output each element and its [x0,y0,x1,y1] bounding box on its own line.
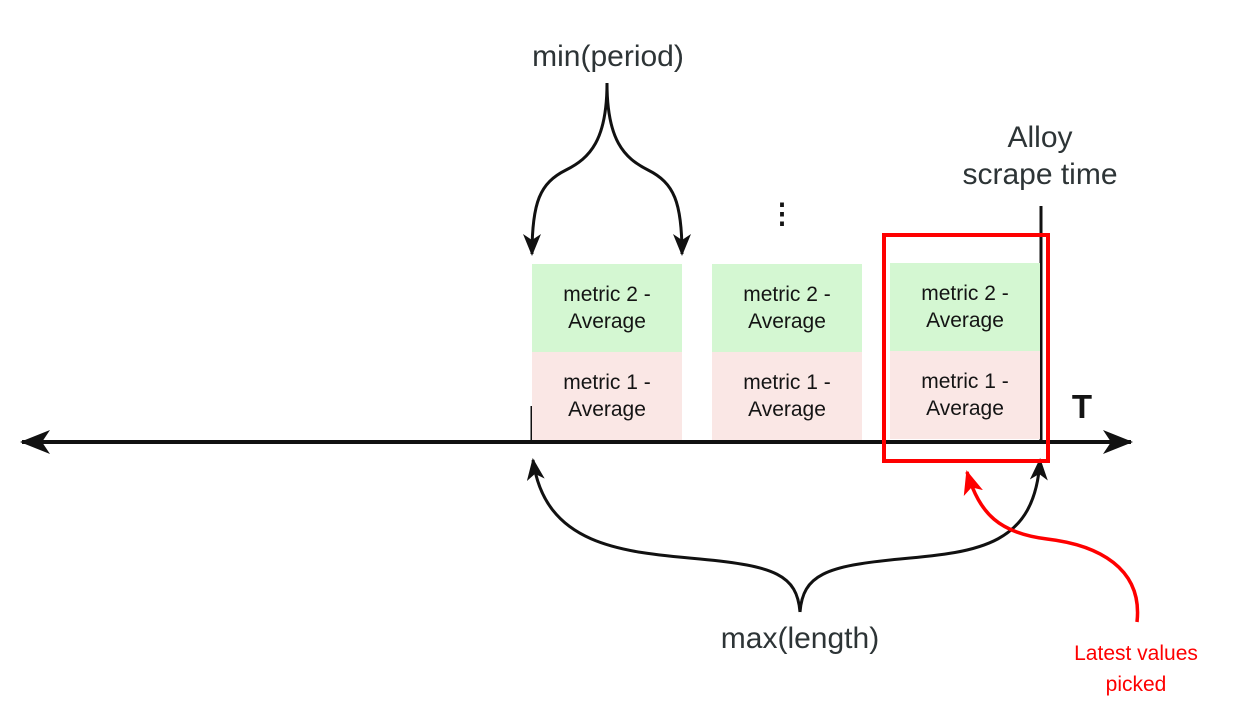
more-intervals-ellipsis: ⋮ [768,198,796,229]
min-period-label: min(period) [532,40,684,73]
metric1-label-line2: Average [926,397,1004,420]
min-period-brace-right [605,82,691,256]
metric2-label-line1: metric 2 - [921,282,1009,305]
alloy-scrape-time-line1: Alloy [1007,121,1073,154]
max-length-brace-right [798,458,1048,613]
max-length-label: max(length) [720,622,880,655]
metric1-average-segment: metric 1 - Average [712,352,862,440]
time-axis-label: T [1071,388,1093,425]
metric2-label-line2: Average [568,310,646,333]
metric2-label-line1: metric 2 - [743,283,831,306]
metric2-average-segment: metric 2 - Average [890,263,1040,351]
metric1-label-line1: metric 1 - [563,371,651,394]
latest-values-line2: picked [1105,673,1167,696]
latest-values-line1: Latest values [1074,642,1198,665]
metric1-label-line2: Average [748,398,826,421]
alloy-scrape-time-line2: scrape time [962,158,1118,191]
metric-interval-2: metric 2 - Average metric 1 - Average [712,264,862,440]
metric2-label-line1: metric 2 - [563,283,651,306]
metric1-average-segment: metric 1 - Average [890,351,1040,439]
latest-interval-highlight [882,233,1050,463]
latest-values-arrow [963,470,1140,623]
metric-interval-latest: metric 2 - Average metric 1 - Average [890,263,1040,439]
metric1-label-line1: metric 1 - [743,371,831,394]
metric1-average-segment: metric 1 - Average [532,352,682,440]
metric2-average-segment: metric 2 - Average [532,264,682,352]
metric2-label-line2: Average [748,310,826,333]
min-period-brace-left [523,82,609,256]
alloy-scrape-time-label: Alloy scrape time [930,119,1150,193]
metric2-average-segment: metric 2 - Average [712,264,862,352]
metric1-label-line1: metric 1 - [921,370,1009,393]
metric2-label-line2: Average [926,309,1004,332]
max-length-brace-left [526,458,802,613]
latest-values-picked-label: Latest values picked [1046,638,1226,700]
metric-interval-1: metric 2 - Average metric 1 - Average [532,264,682,440]
metric1-label-line2: Average [568,398,646,421]
